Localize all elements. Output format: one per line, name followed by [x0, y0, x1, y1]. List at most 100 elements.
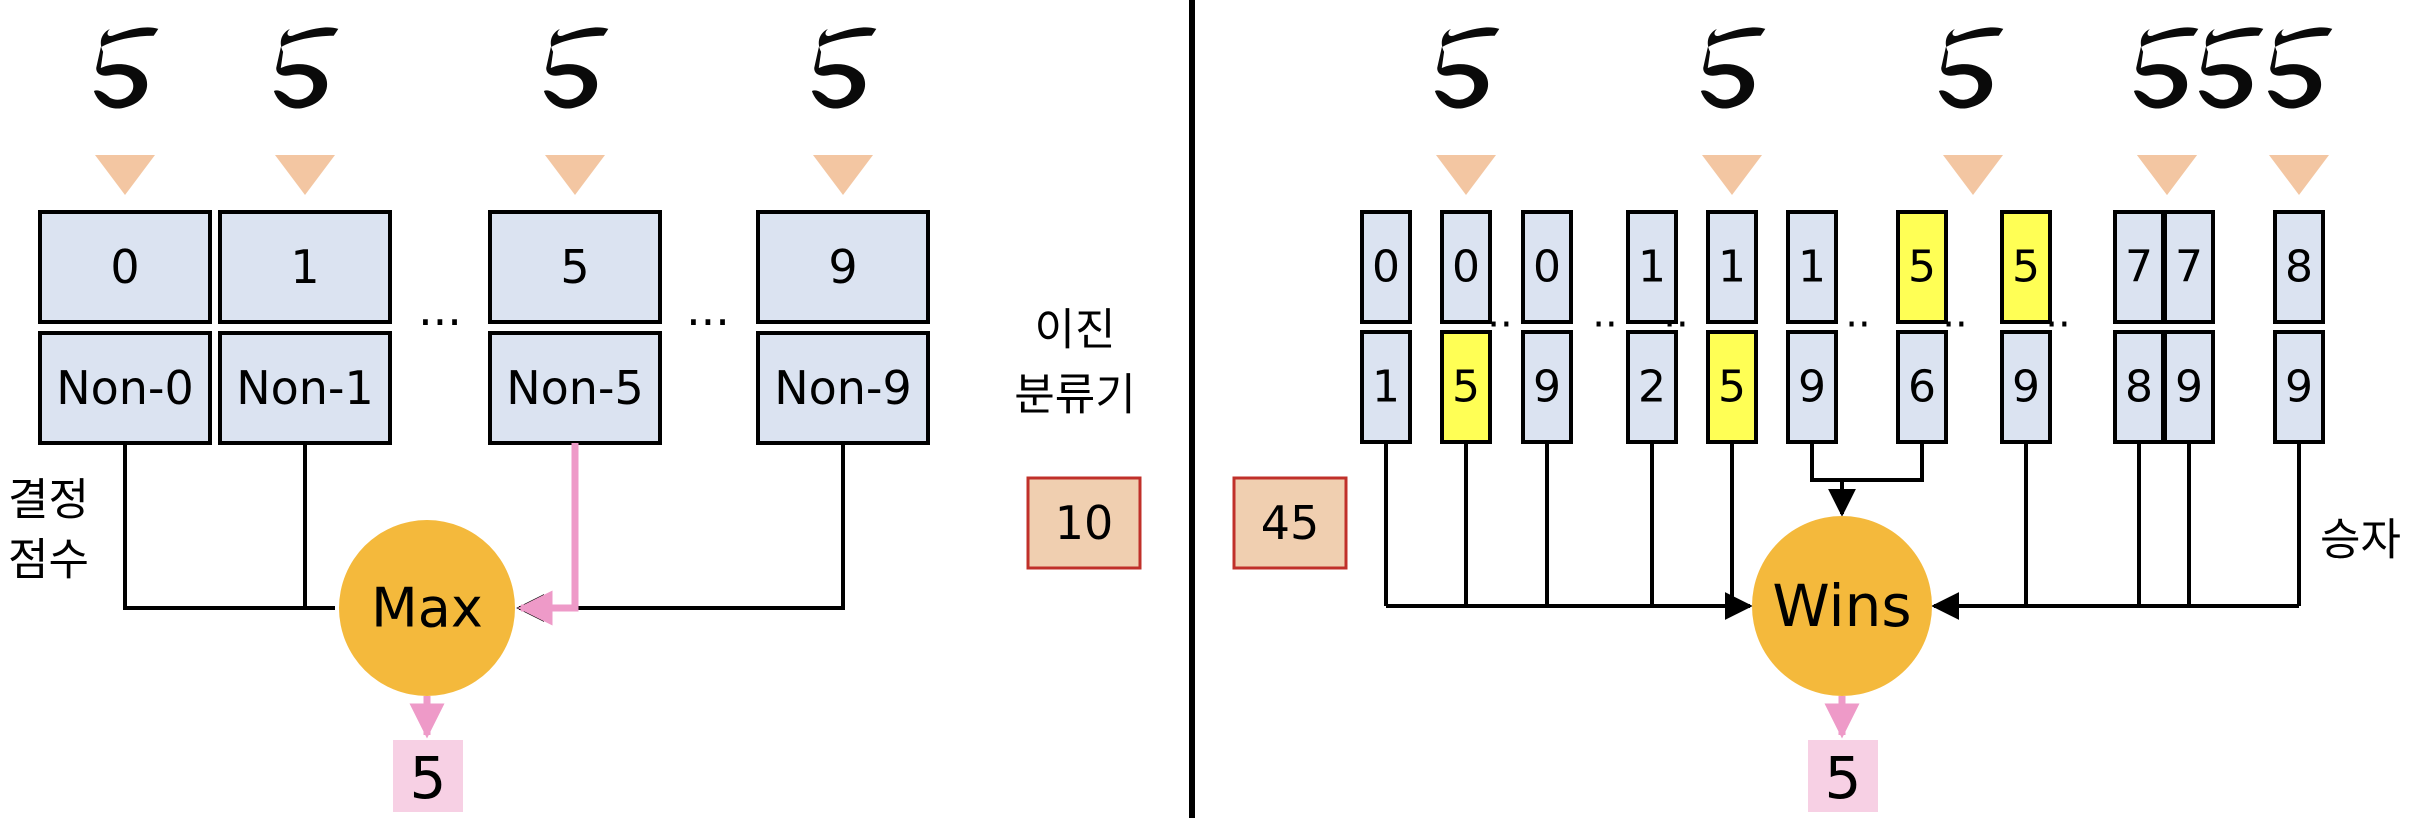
- rest-label: Non-5: [506, 361, 644, 415]
- class-label: 1: [290, 240, 319, 294]
- pair-top-label: 1: [1798, 242, 1826, 293]
- ellipsis: ··: [1592, 302, 1617, 348]
- pair-top-box: [1706, 210, 1758, 324]
- connector-arrow: [516, 443, 845, 622]
- input-digit-5-icon: [543, 27, 609, 109]
- pair-bottom-box: [2273, 330, 2325, 444]
- pair-top-label: 0: [1372, 242, 1400, 293]
- left-panel-ovr: 0Non-01Non-15Non-59Non-9······결정점수이진분류기1…: [8, 27, 1142, 812]
- pair-top-box: [1786, 210, 1838, 324]
- input-digit-5-icon: [811, 27, 877, 109]
- input-arrow-triangle: [545, 155, 605, 195]
- rest-box: [756, 331, 930, 445]
- pair-top-label: 0: [1533, 242, 1561, 293]
- wins-aggregator-circle: [1752, 516, 1932, 696]
- pair-bottom-box: [1440, 330, 1492, 444]
- class-box: [38, 210, 212, 324]
- pair-bottom-label: 9: [2012, 362, 2040, 413]
- result-box: [393, 740, 463, 812]
- ellipsis: ··: [1663, 302, 1688, 348]
- result-label: 5: [1825, 744, 1862, 812]
- pair-top-box: [2000, 210, 2052, 324]
- binary-classifier-label: 이진: [1035, 305, 1116, 356]
- input-digit-5-icon: [1434, 27, 1500, 109]
- rest-label: Non-0: [56, 361, 194, 415]
- input-arrow-triangle: [2137, 155, 2197, 195]
- pair-bottom-box: [1360, 330, 1412, 444]
- class-box: [756, 210, 930, 324]
- input-arrow-triangle: [1436, 155, 1496, 195]
- aggregator-label: Wins: [1772, 572, 1911, 640]
- ellipsis: ··: [2045, 302, 2070, 348]
- input-arrow-triangle: [1702, 155, 1762, 195]
- input-arrow-triangle: [813, 155, 873, 195]
- pair-top-box: [1521, 210, 1573, 324]
- classifier-count-box: [1232, 476, 1348, 570]
- ellipsis: ··: [1845, 302, 1870, 348]
- pair-top-label: 7: [2175, 242, 2203, 293]
- input-digit-5-icon: [2133, 27, 2199, 109]
- class-label: 0: [110, 240, 139, 294]
- input-arrow-triangle: [275, 155, 335, 195]
- pair-bottom-label: 5: [1718, 362, 1746, 413]
- rest-label: Non-9: [774, 361, 912, 415]
- binary-classifier-label: 분류기: [1014, 370, 1135, 421]
- ellipsis: ···: [686, 295, 730, 349]
- winner-label: 승자: [2320, 515, 2401, 566]
- pair-bottom-box: [1896, 330, 1948, 444]
- input-digit-5-icon: [2267, 27, 2333, 109]
- max-aggregator-circle: [339, 520, 515, 696]
- pair-bottom-label: 9: [2175, 362, 2203, 413]
- ellipsis: ··: [1487, 302, 1512, 348]
- pair-top-label: 8: [2285, 242, 2313, 293]
- pair-top-label: 7: [2125, 242, 2153, 293]
- pair-top-label: 5: [2012, 242, 2040, 293]
- pair-top-label: 5: [1908, 242, 1936, 293]
- class-label: 5: [560, 240, 589, 294]
- pair-bottom-label: 5: [1452, 362, 1480, 413]
- classifier-count-box: [1026, 476, 1142, 570]
- connector-line: [123, 443, 335, 610]
- pair-bottom-label: 6: [1908, 362, 1936, 413]
- pair-bottom-box: [2163, 330, 2215, 444]
- decision-score-label: 점수: [8, 535, 89, 586]
- pair-top-box: [1360, 210, 1412, 324]
- input-digit-5-icon: [93, 27, 159, 109]
- pair-top-label: 1: [1718, 242, 1746, 293]
- pair-top-box: [2163, 210, 2215, 324]
- pair-bottom-label: 2: [1638, 362, 1666, 413]
- pair-bottom-label: 1: [1372, 362, 1400, 413]
- winner-arrow: [517, 443, 579, 626]
- input-arrow-triangle: [2269, 155, 2329, 195]
- pair-top-label: 0: [1452, 242, 1480, 293]
- pair-bottom-label: 9: [1798, 362, 1826, 413]
- class-box: [218, 210, 392, 324]
- pair-top-label: 1: [1638, 242, 1666, 293]
- aggregator-label: Max: [371, 577, 483, 640]
- result-box: [1808, 740, 1878, 812]
- pair-top-box: [1626, 210, 1678, 324]
- pair-top-box: [1896, 210, 1948, 324]
- pair-top-box: [1440, 210, 1492, 324]
- input-digit-5-icon: [1700, 27, 1766, 109]
- connector-line: [1810, 442, 1924, 482]
- result-label: 5: [410, 744, 447, 812]
- classifier-count: 45: [1261, 496, 1320, 550]
- ellipsis: ··: [1942, 302, 1967, 348]
- pair-top-box: [2273, 210, 2325, 324]
- input-digit-5-icon: [273, 27, 339, 109]
- pair-bottom-label: 8: [2125, 362, 2153, 413]
- pair-bottom-label: 9: [2285, 362, 2313, 413]
- rest-label: Non-1: [236, 361, 374, 415]
- input-digit-5-icon: [2198, 27, 2264, 109]
- classifier-count: 10: [1055, 496, 1114, 550]
- pair-bottom-label: 9: [1533, 362, 1561, 413]
- pair-top-box: [2113, 210, 2165, 324]
- input-arrow-triangle: [95, 155, 155, 195]
- input-digit-5-icon: [1938, 27, 2004, 109]
- class-box: [488, 210, 662, 324]
- decision-score-label: 결정: [8, 475, 89, 526]
